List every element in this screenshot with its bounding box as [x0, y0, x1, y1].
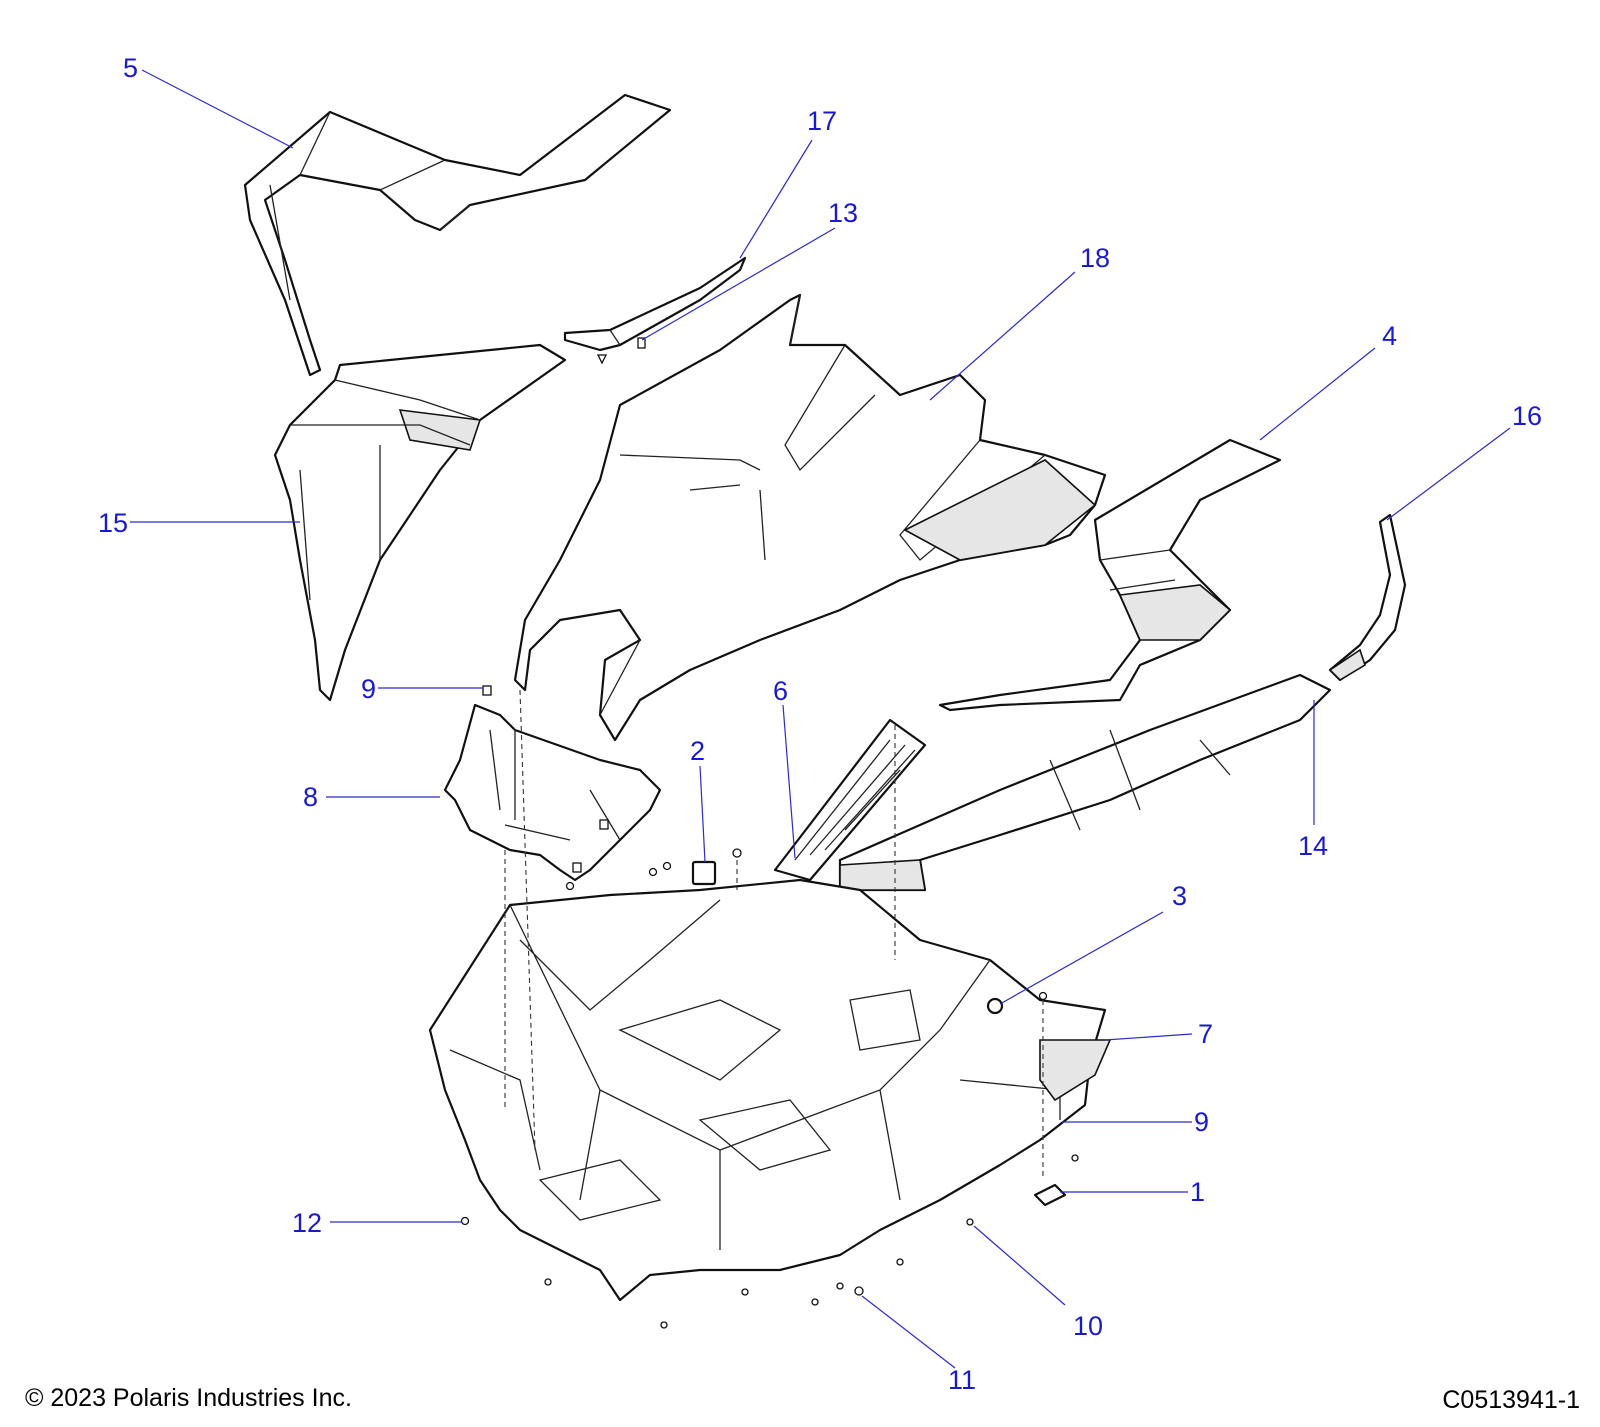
callout-5: 5	[123, 53, 138, 83]
callout-17: 17	[807, 106, 837, 136]
part-18-main-hood	[513, 293, 1107, 742]
part-2-clip	[691, 848, 742, 886]
callout-3: 3	[1172, 881, 1187, 911]
callout-9-lower: 9	[1194, 1107, 1209, 1137]
callout-15: 15	[98, 508, 128, 538]
part-16-right-trim	[1328, 513, 1407, 682]
callout-1: 1	[1190, 1177, 1205, 1207]
part-5-upper-panel	[243, 93, 672, 377]
part-4-right-panel	[938, 438, 1282, 712]
figure-code: C0513941-1	[1442, 1386, 1580, 1414]
callout-18: 18	[1080, 243, 1110, 273]
callout-7: 7	[1198, 1019, 1213, 1049]
part-7-rear-panel	[1039, 1039, 1112, 1102]
callout-12: 12	[292, 1208, 322, 1238]
part-14-lower-rail	[838, 673, 1332, 892]
callout-11: 11	[948, 1365, 976, 1395]
part-1-clip	[1033, 1183, 1067, 1207]
hardware-fasteners	[460, 685, 1079, 1329]
part-3-knob	[986, 997, 1004, 1015]
leader-lines	[130, 69, 1511, 1369]
part-15-left-panel	[273, 343, 567, 702]
callout-10: 10	[1073, 1311, 1103, 1341]
callout-labels: 5 17 13 18 4 16 15 9 6 2 8 14 3 7 9 1 12…	[98, 53, 1542, 1395]
part-6-vent-grille	[773, 718, 927, 882]
callout-14: 14	[1298, 831, 1328, 861]
callout-9-upper: 9	[361, 674, 376, 704]
callout-13: 13	[828, 198, 858, 228]
callout-16: 16	[1512, 401, 1542, 431]
copyright-notice: © 2023 Polaris Industries Inc.	[25, 1384, 352, 1412]
callout-8: 8	[303, 782, 318, 812]
callout-4: 4	[1382, 321, 1397, 351]
part-8-front-bracket	[443, 703, 662, 882]
assembly-lines	[504, 689, 1044, 1180]
part-17-trim-strip	[563, 256, 747, 352]
part-13-fastener	[596, 337, 646, 365]
callout-2: 2	[690, 736, 705, 766]
main-body-tub	[428, 878, 1107, 1302]
callout-6: 6	[773, 676, 788, 706]
